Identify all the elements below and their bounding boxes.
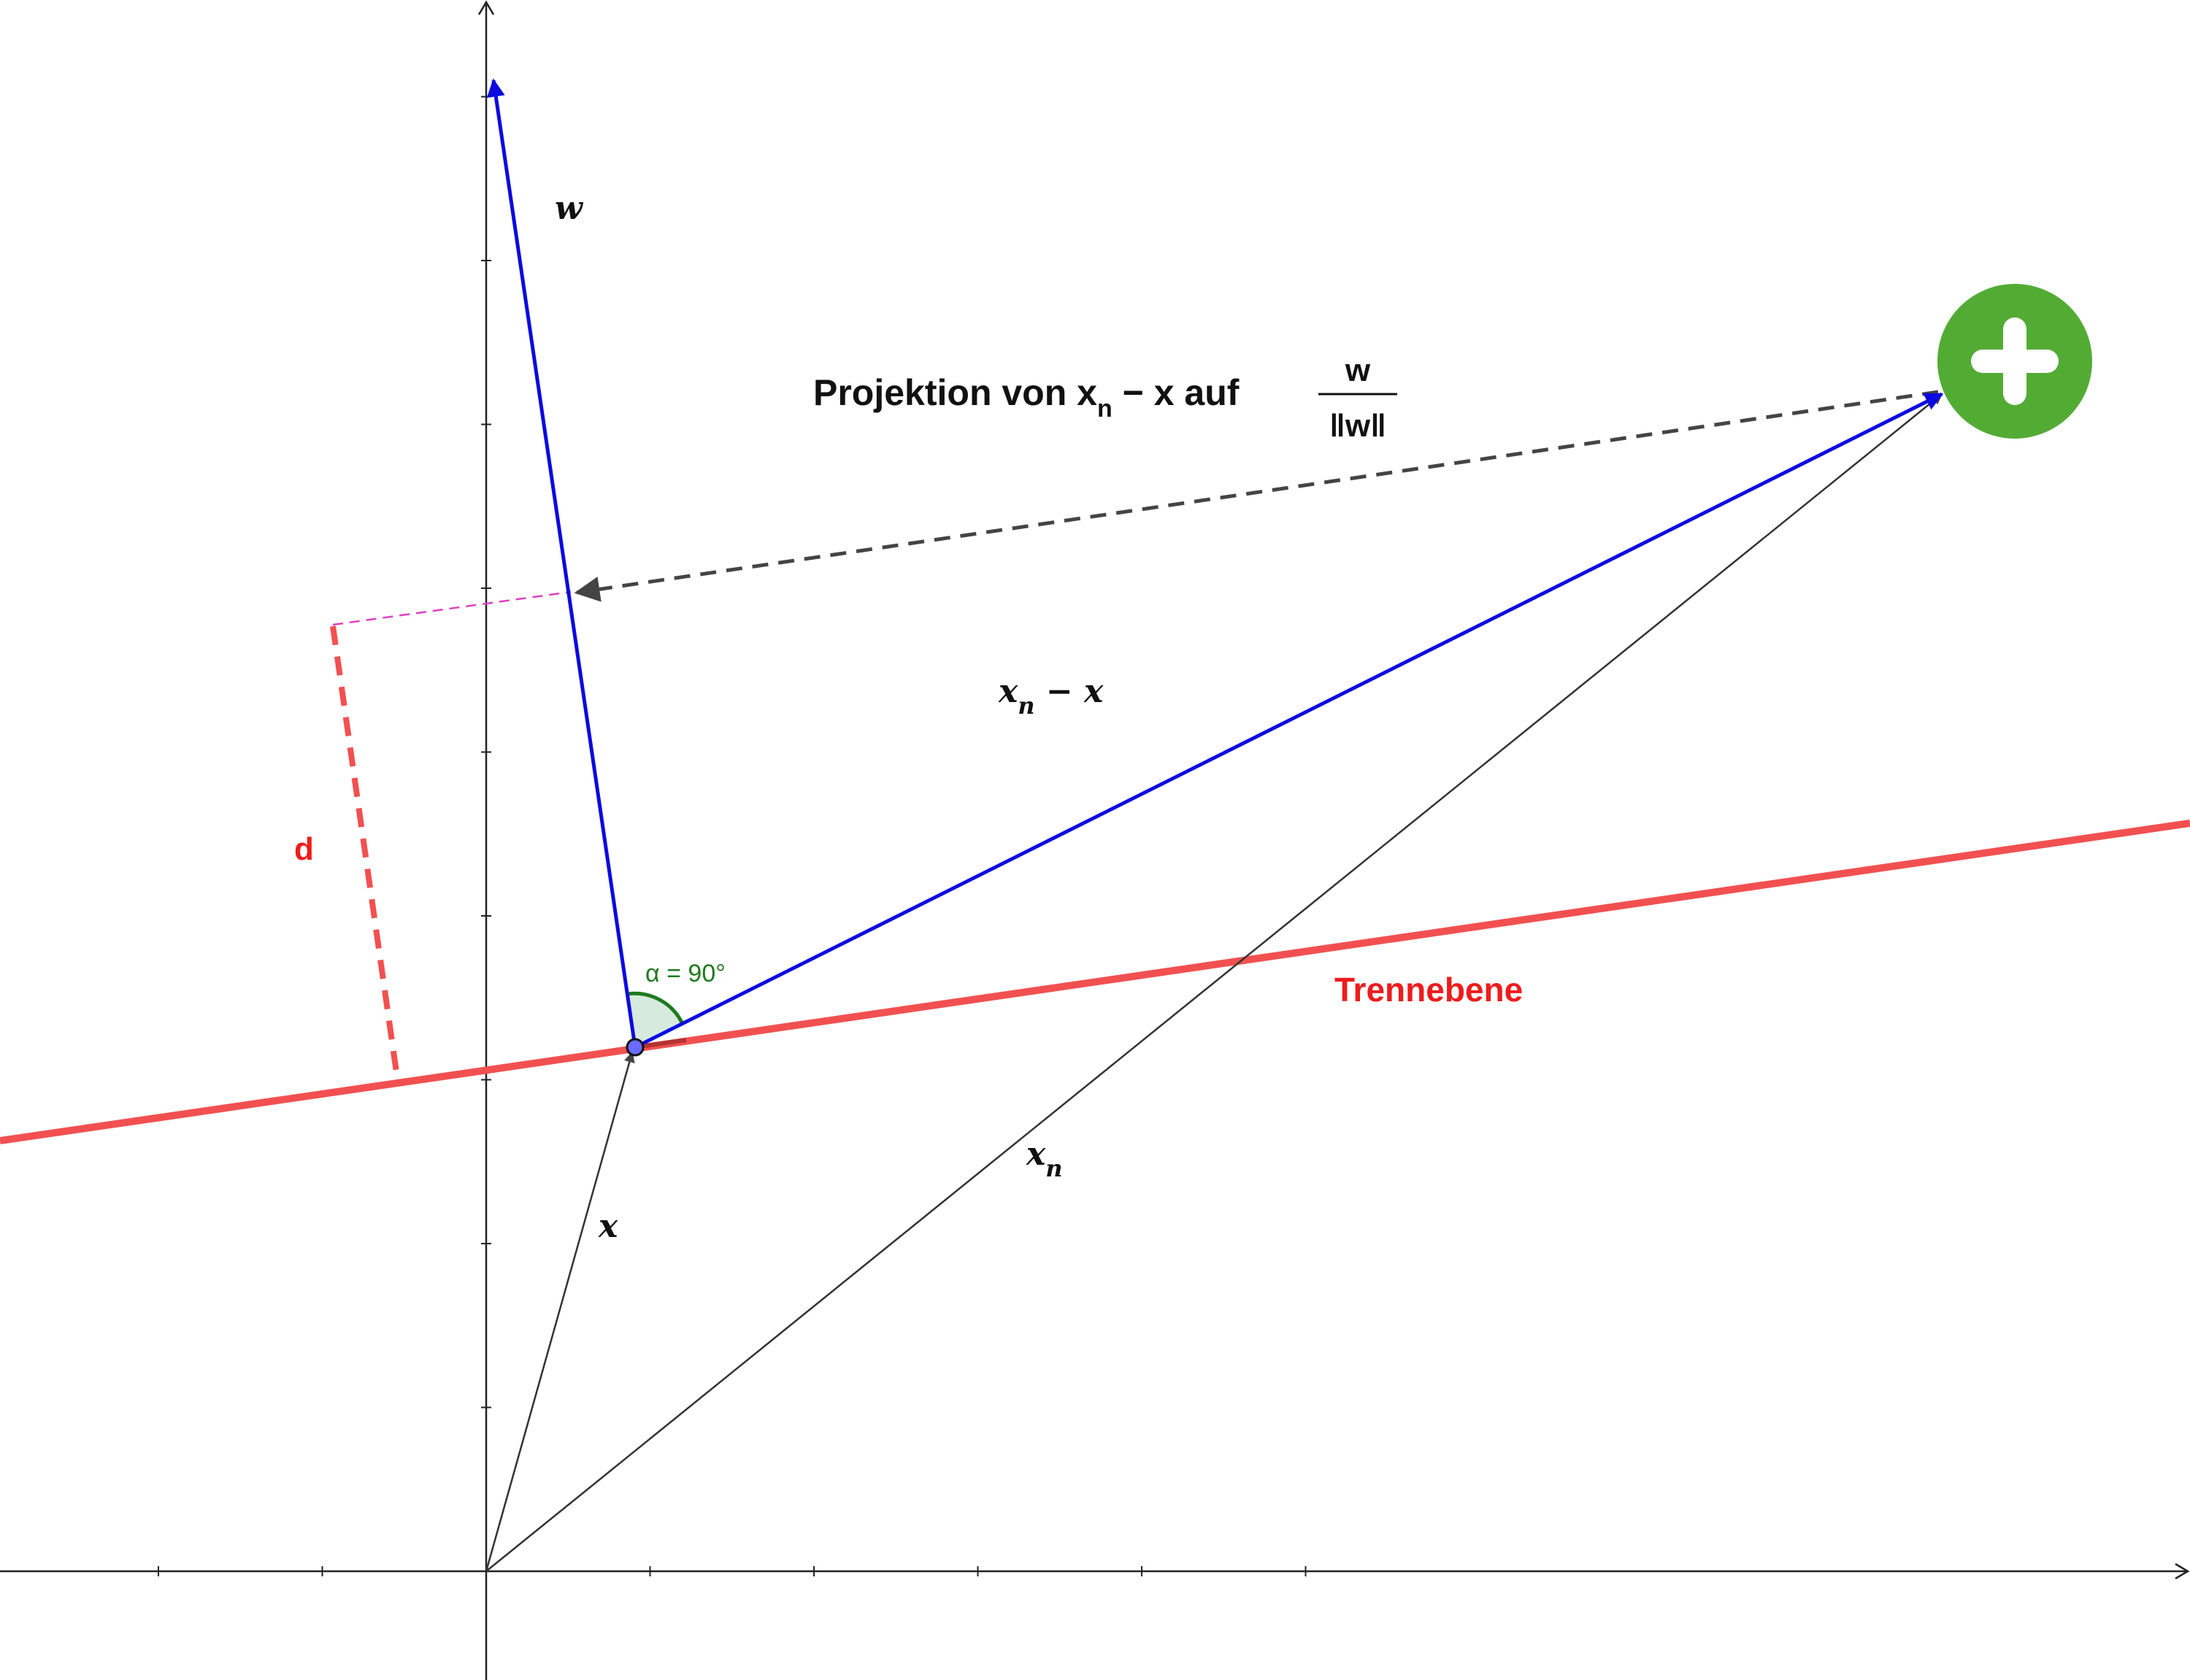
projection-label-middle: − x auf (1113, 372, 1240, 413)
label-xn-main: x (1026, 1136, 1046, 1173)
projection-fraction-numerator: w (1345, 352, 1371, 388)
projection-label-prefix: Projektion von x (813, 372, 1097, 413)
label-xn: xn (1026, 1136, 1063, 1182)
plus-circle-icon (1937, 284, 2092, 439)
label-xn-minus-x-rest: − x (1035, 673, 1104, 710)
label-xn-minus-x-sub: n (1018, 692, 1034, 720)
vector-xn-minus-x (634, 392, 1944, 1049)
projection-arrow (574, 390, 1939, 602)
projection-foot-line (332, 590, 572, 626)
projection-label: Projektion von xn − x auf w ‖w‖ (813, 352, 1397, 444)
projection-fraction-denominator: ‖w‖ (1329, 408, 1386, 444)
label-xn-minus-x: xn − x (998, 673, 1104, 720)
separating-plane (0, 820, 2190, 1144)
x-axis-arrow-icon (2175, 1563, 2190, 1580)
vector-xn (485, 393, 1943, 1572)
right-angle-arc (627, 991, 684, 1024)
label-angle: α = 90° (645, 960, 726, 987)
label-w: w (555, 190, 584, 227)
label-xn-sub: n (1045, 1155, 1062, 1182)
label-x: x (598, 1208, 618, 1245)
vector-x (485, 1051, 635, 1572)
base-point-x[interactable] (626, 1038, 645, 1057)
distance-d-line (330, 625, 401, 1083)
projection-label-sub: n (1097, 395, 1113, 423)
vector-w (486, 78, 637, 1048)
label-plane: Trennebene (1334, 971, 1523, 1009)
label-xn-minus-x-main: x (998, 673, 1018, 710)
label-d: d (294, 831, 314, 867)
axis-ticks (158, 96, 1307, 1576)
y-axis-arrow-icon (477, 0, 495, 15)
projection-label-text: Projektion von xn − x auf (813, 372, 1240, 423)
